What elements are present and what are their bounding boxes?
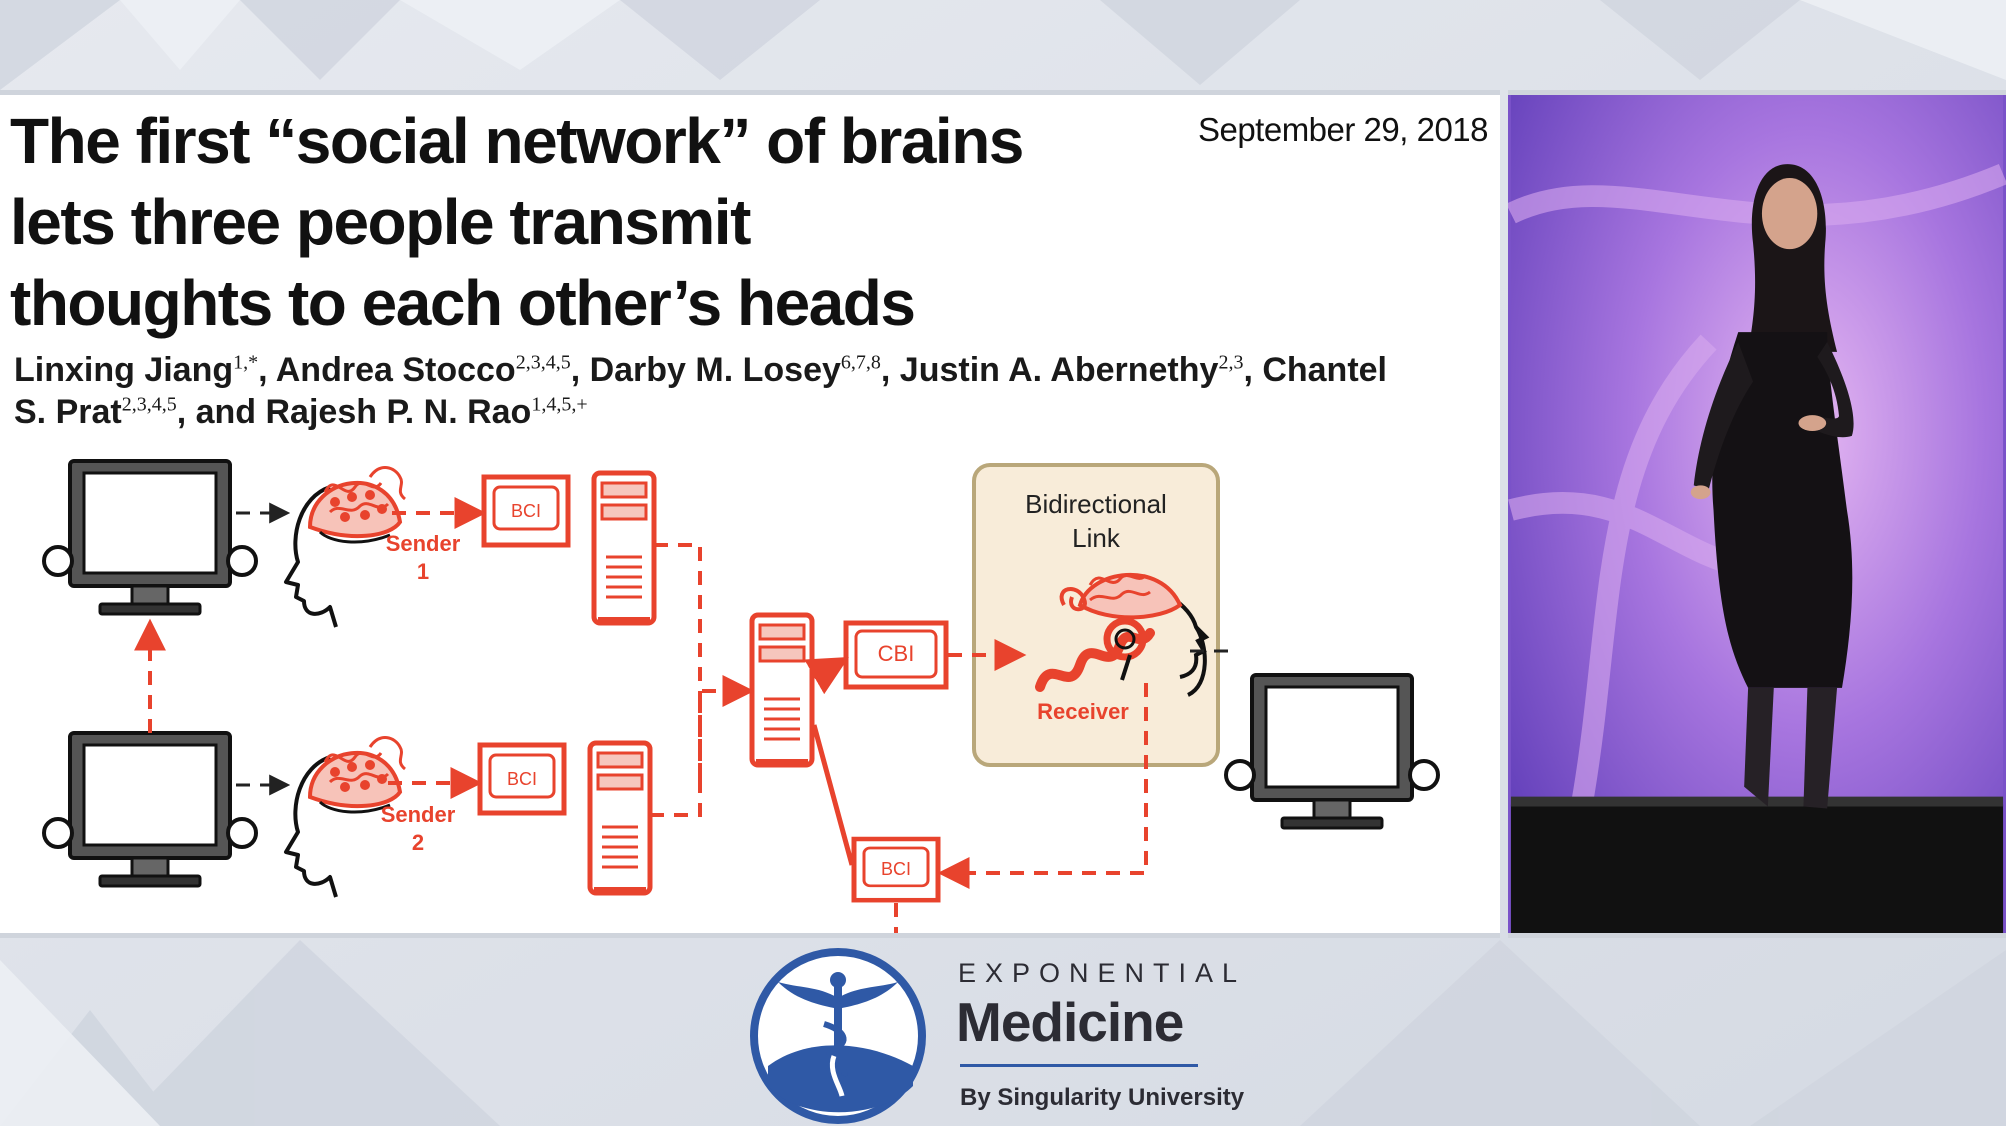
brand-main-text: Medicine <box>956 991 1184 1053</box>
author-affiliation: 1,4,5,+ <box>531 393 588 416</box>
link-label-2: Link <box>1072 523 1121 553</box>
author-affiliation: 1,* <box>233 351 259 374</box>
sender-2-number: 2 <box>412 830 424 855</box>
cbi-label: CBI <box>878 641 915 666</box>
sender-1-label: Sender <box>386 531 461 556</box>
author-name: , Chantel <box>1243 351 1388 389</box>
link-tower-1-to-server <box>654 543 702 785</box>
headline-line-1: The first “social network” of brains <box>10 105 1024 177</box>
computer-tower-server <box>752 615 812 767</box>
monitor-top <box>42 459 258 616</box>
link-tower-2-to-server <box>650 785 702 817</box>
author-name: Linxing Jiang <box>14 351 234 389</box>
author-name: , Justin A. Abernethy <box>880 351 1219 389</box>
slide-panel: The first “social network” of brains let… <box>0 90 1500 938</box>
monitor-bottom <box>42 731 258 888</box>
speaker-video <box>1508 90 2006 938</box>
author-name: S. Prat <box>14 393 122 431</box>
arrow-server-to-cbi <box>804 657 849 695</box>
arrow-server-to-bci <box>811 724 855 866</box>
arrow-receiver-to-bci <box>937 683 1148 889</box>
brand-top-text: EXPONENTIAL <box>958 958 1247 988</box>
exponential-medicine-logo <box>750 948 926 1124</box>
article-date: September 29, 2018 <box>1197 111 1489 148</box>
computer-tower-sender-2 <box>590 743 650 895</box>
computer-tower-sender-1 <box>594 473 654 625</box>
receiver-label: Receiver <box>1037 699 1129 724</box>
bidirectional-link-box <box>972 463 1220 767</box>
headline-line-3: thoughts to each other’s heads <box>10 267 916 339</box>
author-affiliation: 6,7,8 <box>840 351 881 374</box>
author-line-1: Linxing Jiang1,*, Andrea Stocco2,3,4,5, … <box>14 349 1494 391</box>
bci-label-sender-2: BCI <box>507 769 537 789</box>
cbi-box-inner <box>854 629 938 679</box>
feedback-loop <box>894 903 898 933</box>
author-affiliation: 2,3,4,5 <box>121 393 177 416</box>
receiver-head <box>1035 572 1210 697</box>
brand-sub-text: By Singularity University <box>960 1084 1245 1111</box>
author-affiliation: 2,3 <box>1218 351 1244 374</box>
sender-2-label: Sender <box>381 802 456 827</box>
author-name: , and Rajesh P. N. Rao <box>176 393 532 431</box>
link-label-1: Bidirectional <box>1025 489 1167 519</box>
bci-label-sender-1: BCI <box>511 501 541 521</box>
author-name: , Andrea Stocco <box>258 351 516 389</box>
author-affiliation: 2,3,4,5 <box>515 351 571 374</box>
arrow-to-server <box>698 675 755 785</box>
brainnet-diagram: Sender 1 Sender 2 BCI BCI CBI BCI Bidire… <box>42 459 1440 933</box>
author-name: , Darby M. Losey <box>570 351 841 389</box>
headline-line-2: lets three people transmit <box>10 186 751 258</box>
sender-1-number: 1 <box>417 559 429 584</box>
slide-headline: The first “social network” of brains let… <box>10 101 1140 344</box>
author-list: Linxing Jiang1,*, Andrea Stocco2,3,4,5, … <box>14 349 1494 433</box>
author-line-2: S. Prat2,3,4,5, and Rajesh P. N. Rao1,4,… <box>14 391 1494 433</box>
caduceus-icon <box>778 972 898 1096</box>
speaker-figure <box>1690 164 1854 809</box>
monitor-receiver <box>1224 673 1440 830</box>
bci-label-receiver: BCI <box>881 859 911 879</box>
diagram-connections <box>134 497 1236 933</box>
brand-divider <box>960 1064 1198 1067</box>
